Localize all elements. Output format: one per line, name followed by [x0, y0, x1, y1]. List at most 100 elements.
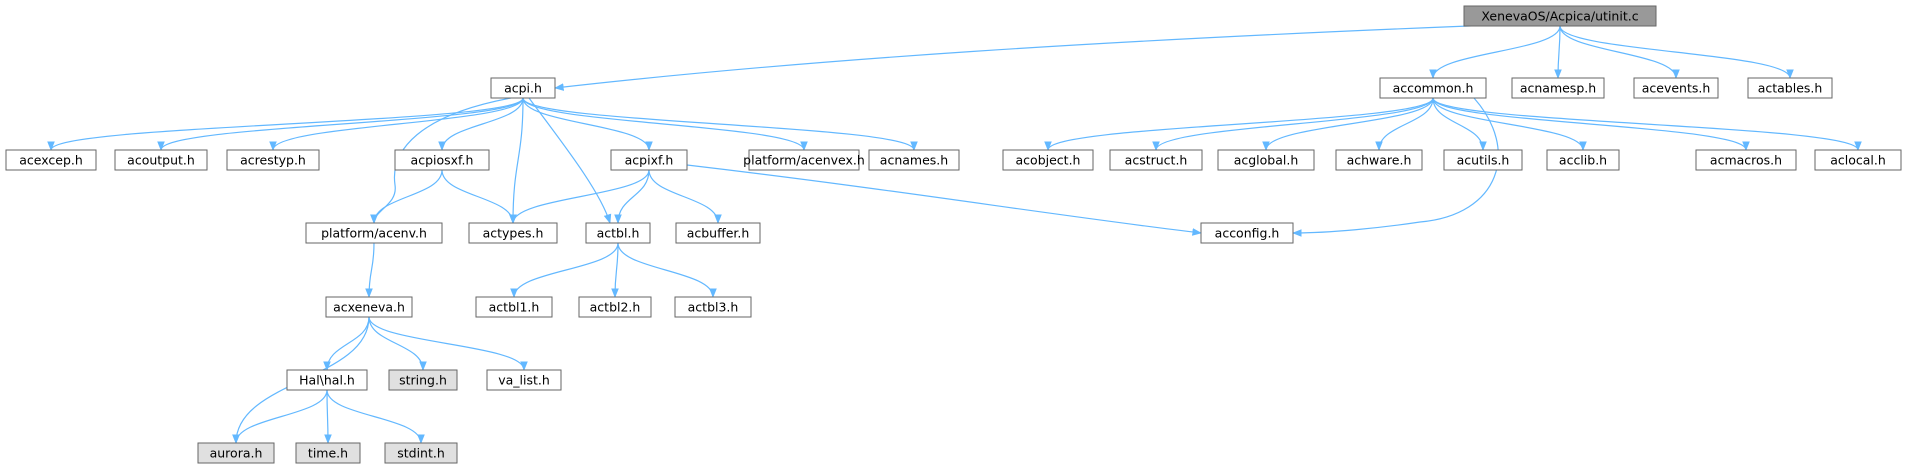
node-box	[674, 296, 752, 318]
node-label: stdint.h	[397, 446, 445, 461]
node-acmacros[interactable]: acmacros.h	[1695, 149, 1797, 171]
node-box	[675, 222, 761, 244]
node-acstruct[interactable]: acstruct.h	[1109, 149, 1203, 171]
node-aurora: aurora.h	[197, 442, 275, 464]
node-box	[490, 77, 556, 99]
node-actbl[interactable]: actbl.h	[585, 222, 651, 244]
node-label: acobject.h	[1016, 153, 1081, 168]
edge-root-to-accommon	[1429, 25, 1561, 79]
node-box	[868, 149, 960, 171]
edge-acpi-to-actypes	[509, 97, 524, 224]
node-acxeneva[interactable]: acxeneva.h	[325, 296, 413, 318]
node-actbl3[interactable]: actbl3.h	[674, 296, 752, 318]
edge-root-to-acnamesp	[1554, 25, 1562, 79]
node-label: string.h	[399, 373, 447, 388]
node-acnames[interactable]: acnames.h	[868, 149, 960, 171]
edge-acpi-to-acpiosxf	[438, 97, 524, 151]
node-box	[1200, 222, 1294, 244]
edge-acpiosxf-to-actypes	[441, 169, 517, 224]
edge-acpi-to-actbl	[528, 97, 612, 224]
node-box	[585, 222, 651, 244]
node-label: acnames.h	[880, 153, 948, 168]
node-acnamesp[interactable]: acnamesp.h	[1511, 77, 1605, 99]
node-box	[468, 222, 558, 244]
node-label: acmacros.h	[1710, 153, 1782, 168]
edge-acpixf-to-actbl	[614, 169, 650, 224]
node-acevents[interactable]: acevents.h	[1633, 77, 1719, 99]
node-box	[197, 442, 275, 464]
node-string: string.h	[388, 369, 458, 391]
edge-root-to-actables	[1559, 25, 1794, 79]
node-acconfig[interactable]: acconfig.h	[1200, 222, 1294, 244]
node-box	[286, 369, 368, 391]
node-label: acconfig.h	[1215, 226, 1280, 241]
node-label: acglobal.h	[1234, 153, 1299, 168]
node-acglobal[interactable]: acglobal.h	[1217, 149, 1315, 171]
edge-acpiosxf-to-acenv	[370, 169, 443, 224]
edge-accommon-to-acconfig	[1292, 97, 1499, 237]
node-accommon[interactable]: accommon.h	[1379, 77, 1487, 99]
edge-accommon-to-acclib	[1432, 97, 1587, 151]
node-acutils[interactable]: acutils.h	[1443, 149, 1523, 171]
node-label: actypes.h	[483, 226, 544, 241]
node-label: actbl.h	[597, 226, 640, 241]
node-aclocal[interactable]: aclocal.h	[1814, 149, 1902, 171]
node-label: acxeneva.h	[333, 300, 405, 315]
node-label: acpixf.h	[625, 153, 674, 168]
node-actbl1[interactable]: actbl1.h	[475, 296, 553, 318]
node-acclib[interactable]: acclib.h	[1546, 149, 1620, 171]
node-box	[305, 222, 443, 244]
node-label: acexcep.h	[19, 153, 83, 168]
node-acoutput[interactable]: acoutput.h	[114, 149, 208, 171]
node-label: acbuffer.h	[687, 226, 750, 241]
node-label: aclocal.h	[1830, 153, 1886, 168]
node-acpiosxf[interactable]: acpiosxf.h	[394, 149, 490, 171]
node-label: acutils.h	[1457, 153, 1510, 168]
node-label: va_list.h	[498, 373, 550, 388]
node-label: acstruct.h	[1125, 153, 1188, 168]
node-actypes[interactable]: actypes.h	[468, 222, 558, 244]
node-box	[1511, 77, 1605, 99]
edge-hal-to-aurora	[232, 389, 328, 444]
node-box	[475, 296, 553, 318]
node-box	[394, 149, 490, 171]
node-box	[486, 369, 562, 391]
node-root[interactable]: XenevaOS/Acpica/utinit.c	[1463, 5, 1657, 27]
edge-acenv-to-acxeneva	[365, 242, 375, 298]
node-box	[384, 442, 458, 464]
node-acbuffer[interactable]: acbuffer.h	[675, 222, 761, 244]
edge-acpi-to-acenvex	[522, 97, 808, 151]
edge-hal-to-time	[324, 389, 332, 444]
node-acpi[interactable]: acpi.h	[490, 77, 556, 99]
node-acenvex[interactable]: platform/acenvex.h	[743, 149, 865, 171]
edge-acxeneva-to-valist	[368, 316, 528, 371]
node-box	[5, 149, 97, 171]
node-label: actbl3.h	[688, 300, 739, 315]
node-acrestyp[interactable]: acrestyp.h	[226, 149, 320, 171]
node-acpixf[interactable]: acpixf.h	[610, 149, 688, 171]
node-achware[interactable]: achware.h	[1335, 149, 1423, 171]
edge-acpi-to-acnames	[522, 97, 918, 151]
node-acenv[interactable]: platform/acenv.h	[305, 222, 443, 244]
node-label: XenevaOS/Acpica/utinit.c	[1481, 9, 1638, 24]
node-layer: XenevaOS/Acpica/utinit.c acpi.h accommon.h…	[5, 5, 1902, 464]
edge-acxeneva-to-string	[368, 316, 427, 371]
node-actbl2[interactable]: actbl2.h	[578, 296, 652, 318]
node-box	[1633, 77, 1719, 99]
node-box	[1463, 5, 1657, 27]
node-label: acrestyp.h	[240, 153, 306, 168]
node-hal[interactable]: Hal\hal.h	[286, 369, 368, 391]
edge-root-to-acevents	[1559, 25, 1680, 79]
node-actables[interactable]: actables.h	[1747, 77, 1833, 99]
node-box	[1109, 149, 1203, 171]
node-label: actables.h	[1758, 81, 1823, 96]
node-label: achware.h	[1347, 153, 1412, 168]
node-valist[interactable]: va_list.h	[486, 369, 562, 391]
node-box	[1443, 149, 1523, 171]
edge-accommon-to-acglobal	[1262, 97, 1434, 151]
node-stdint: stdint.h	[384, 442, 458, 464]
node-acobject[interactable]: acobject.h	[1002, 149, 1094, 171]
node-label: time.h	[308, 446, 348, 461]
node-acexcep[interactable]: acexcep.h	[5, 149, 97, 171]
